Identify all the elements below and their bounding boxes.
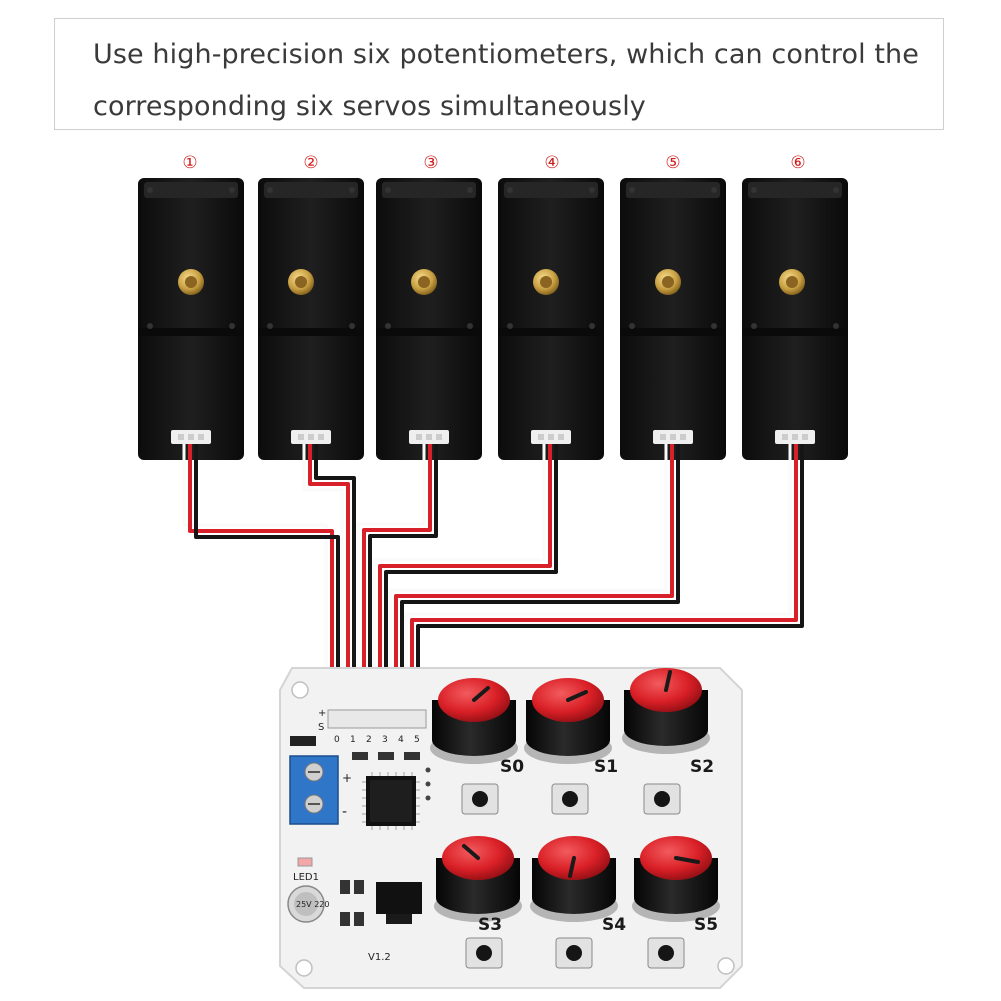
knob-label-s5: S5 bbox=[694, 915, 718, 935]
tact-button-2[interactable] bbox=[643, 783, 681, 815]
servo-number-3: ③ bbox=[423, 153, 438, 173]
servo-number-labels: ① ② ③ ④ ⑤ ⑥ bbox=[182, 153, 805, 173]
servo-4 bbox=[498, 178, 604, 460]
cap-label: 25V 220 bbox=[296, 900, 329, 909]
led-label: LED1 bbox=[293, 872, 319, 883]
servo-number-4: ④ bbox=[544, 153, 559, 173]
terminal-minus: - bbox=[342, 804, 347, 820]
header-pin-1: 1 bbox=[350, 735, 356, 745]
board-version: V1.2 bbox=[368, 952, 391, 963]
wire-servo-3 bbox=[356, 444, 438, 712]
knob-s4[interactable] bbox=[530, 836, 618, 922]
caption-line-1: Use high-precision six potentiometers, w… bbox=[93, 39, 919, 70]
wire-servo-5 bbox=[388, 444, 680, 712]
servo-number-2: ② bbox=[303, 153, 318, 173]
header-pin-0: 0 bbox=[334, 735, 340, 745]
knob-label-s1: S1 bbox=[594, 757, 618, 777]
caption-text: Use high-precision six potentiometers, w… bbox=[93, 29, 933, 133]
tact-button-3[interactable] bbox=[465, 937, 503, 969]
servo-2 bbox=[258, 178, 364, 460]
tact-button-1[interactable] bbox=[551, 783, 589, 815]
mcu-chip bbox=[362, 772, 420, 830]
wire-servo-1 bbox=[182, 444, 340, 712]
caption-line-2: corresponding six servos simultaneously bbox=[93, 91, 646, 122]
power-terminal: + - bbox=[289, 755, 352, 825]
knob-label-s4: S4 bbox=[602, 915, 626, 935]
servo-number-1: ① bbox=[182, 153, 197, 173]
caption-box: Use high-precision six potentiometers, w… bbox=[54, 18, 944, 130]
capacitor: 25V 220 bbox=[287, 885, 329, 923]
servo-number-6: ⑥ bbox=[790, 153, 805, 173]
header-mark-plus: + bbox=[318, 708, 326, 719]
tact-buttons bbox=[461, 783, 685, 969]
knob-s0[interactable] bbox=[430, 678, 518, 764]
servo-1 bbox=[138, 178, 244, 460]
knob-s1[interactable] bbox=[524, 678, 612, 764]
knob-label-s3: S3 bbox=[478, 915, 502, 935]
tact-button-5[interactable] bbox=[647, 937, 685, 969]
header-pin-2: 2 bbox=[366, 735, 372, 745]
knob-label-s2: S2 bbox=[690, 757, 714, 777]
potentiometer-knobs bbox=[430, 668, 720, 922]
header-pin-5: 5 bbox=[414, 735, 420, 745]
servo-6 bbox=[742, 178, 848, 460]
header-pin-3: 3 bbox=[382, 735, 388, 745]
header-pin-4: 4 bbox=[398, 735, 404, 745]
knob-s3[interactable] bbox=[434, 836, 522, 922]
servo-3 bbox=[376, 178, 482, 460]
tact-button-0[interactable] bbox=[461, 783, 499, 815]
terminal-plus: + bbox=[342, 771, 352, 785]
servo-wires bbox=[182, 444, 804, 712]
header-mark-s: S bbox=[318, 722, 324, 733]
servo-5 bbox=[620, 178, 726, 460]
wire-servo-2 bbox=[302, 444, 356, 712]
servo-row bbox=[138, 178, 848, 460]
knob-s5[interactable] bbox=[632, 836, 720, 922]
tact-button-4[interactable] bbox=[555, 937, 593, 969]
wire-servo-4 bbox=[372, 444, 558, 712]
knob-s2[interactable] bbox=[622, 668, 710, 754]
knob-label-s0: S0 bbox=[500, 757, 524, 777]
control-board: + S 0 1 2 3 4 5 + - bbox=[279, 667, 743, 989]
servo-number-5: ⑤ bbox=[665, 153, 680, 173]
